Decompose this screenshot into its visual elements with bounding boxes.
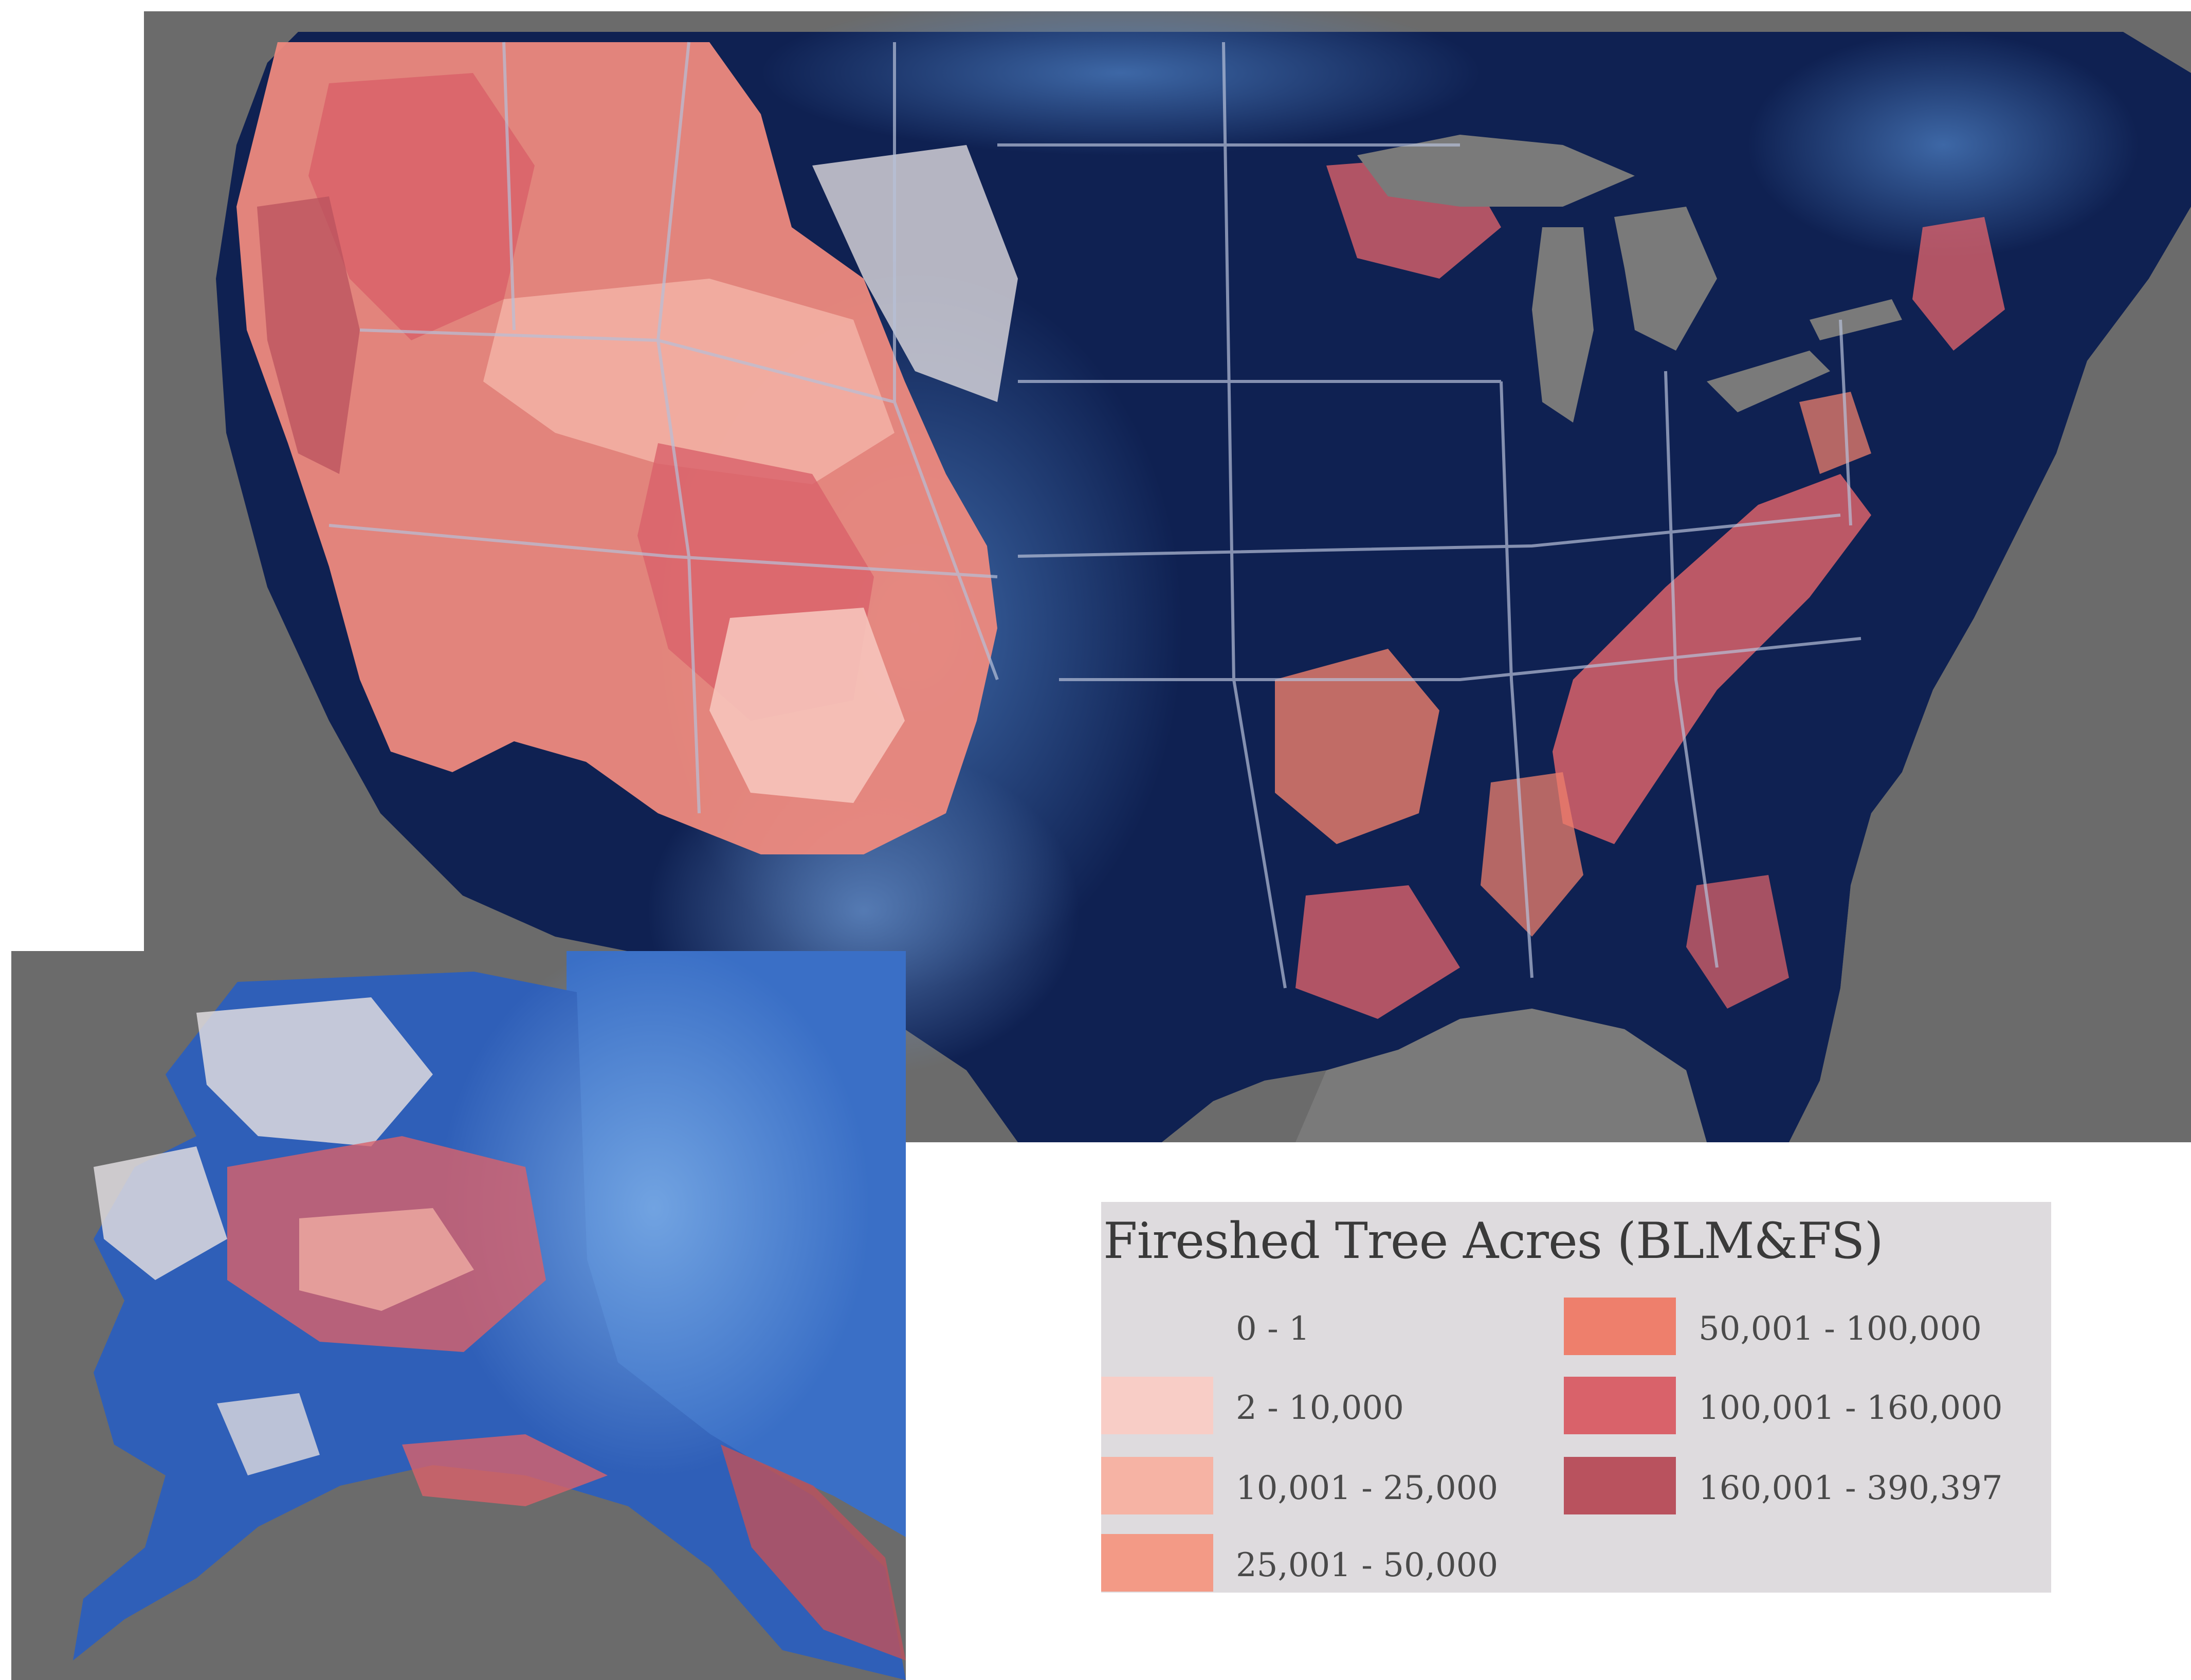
lake-superior: [1357, 135, 1635, 207]
western-fireshed-coverage: [236, 42, 1018, 854]
gulf-of-mexico: [1295, 1009, 1707, 1142]
alaska-glow: [438, 951, 870, 1475]
state-borders: [328, 42, 1861, 989]
legend-swatch: [1564, 1298, 1676, 1355]
legend-label: 50,001 - 100,000: [1699, 1310, 1982, 1348]
legend-label: 100,001 - 160,000: [1699, 1389, 2003, 1427]
legend-label: 10,001 - 25,000: [1236, 1469, 1499, 1507]
lake-huron: [1614, 207, 1717, 351]
legend-item-0-1: 0 - 1: [1101, 1298, 1512, 1355]
legend-swatch: [1101, 1457, 1213, 1514]
legend-swatch: [1101, 1298, 1213, 1355]
legend-swatch: [1564, 1457, 1676, 1514]
lake-erie: [1707, 351, 1830, 412]
lake-michigan: [1532, 227, 1594, 423]
eastern-fireshed-coverage: [1275, 155, 2005, 1019]
canada-glow: [761, 11, 1481, 155]
legend-swatch: [1101, 1377, 1213, 1434]
northeast-glow: [1748, 32, 2139, 258]
legend-swatch: [1101, 1534, 1213, 1592]
legend-label: 160,001 - 390,397: [1699, 1469, 2003, 1507]
legend-item-100001-160000: 100,001 - 160,000: [1564, 1377, 2047, 1434]
legend-title: Fireshed Tree Acres (BLM&FS): [1103, 1212, 1884, 1270]
alaska-inset-map: [11, 951, 906, 1680]
legend-item-25001-50000: 25,001 - 50,000: [1101, 1534, 1512, 1592]
legend-item-50001-100000: 50,001 - 100,000: [1564, 1298, 2047, 1355]
mexico: [1018, 1070, 1326, 1142]
alaska-fireshed-coverage: [94, 997, 906, 1660]
legend-item-160001-390397: 160,001 - 390,397: [1564, 1457, 2047, 1514]
legend-label: 0 - 1: [1236, 1310, 1310, 1348]
great-lakes: [1357, 135, 1902, 423]
legend: Fireshed Tree Acres (BLM&FS) 0 - 1 2 - 1…: [1101, 1202, 2051, 1593]
atlantic-ocean: [1789, 207, 2191, 1142]
lake-ontario: [1810, 299, 1902, 340]
legend-swatch: [1564, 1377, 1676, 1434]
legend-label: 25,001 - 50,000: [1236, 1546, 1499, 1584]
lower48-map: [144, 11, 2191, 1142]
legend-item-10001-25000: 10,001 - 25,000: [1101, 1457, 1512, 1514]
legend-label: 2 - 10,000: [1236, 1389, 1404, 1427]
left-margin: [0, 0, 144, 951]
legend-item-2-10000: 2 - 10,000: [1101, 1377, 1512, 1434]
